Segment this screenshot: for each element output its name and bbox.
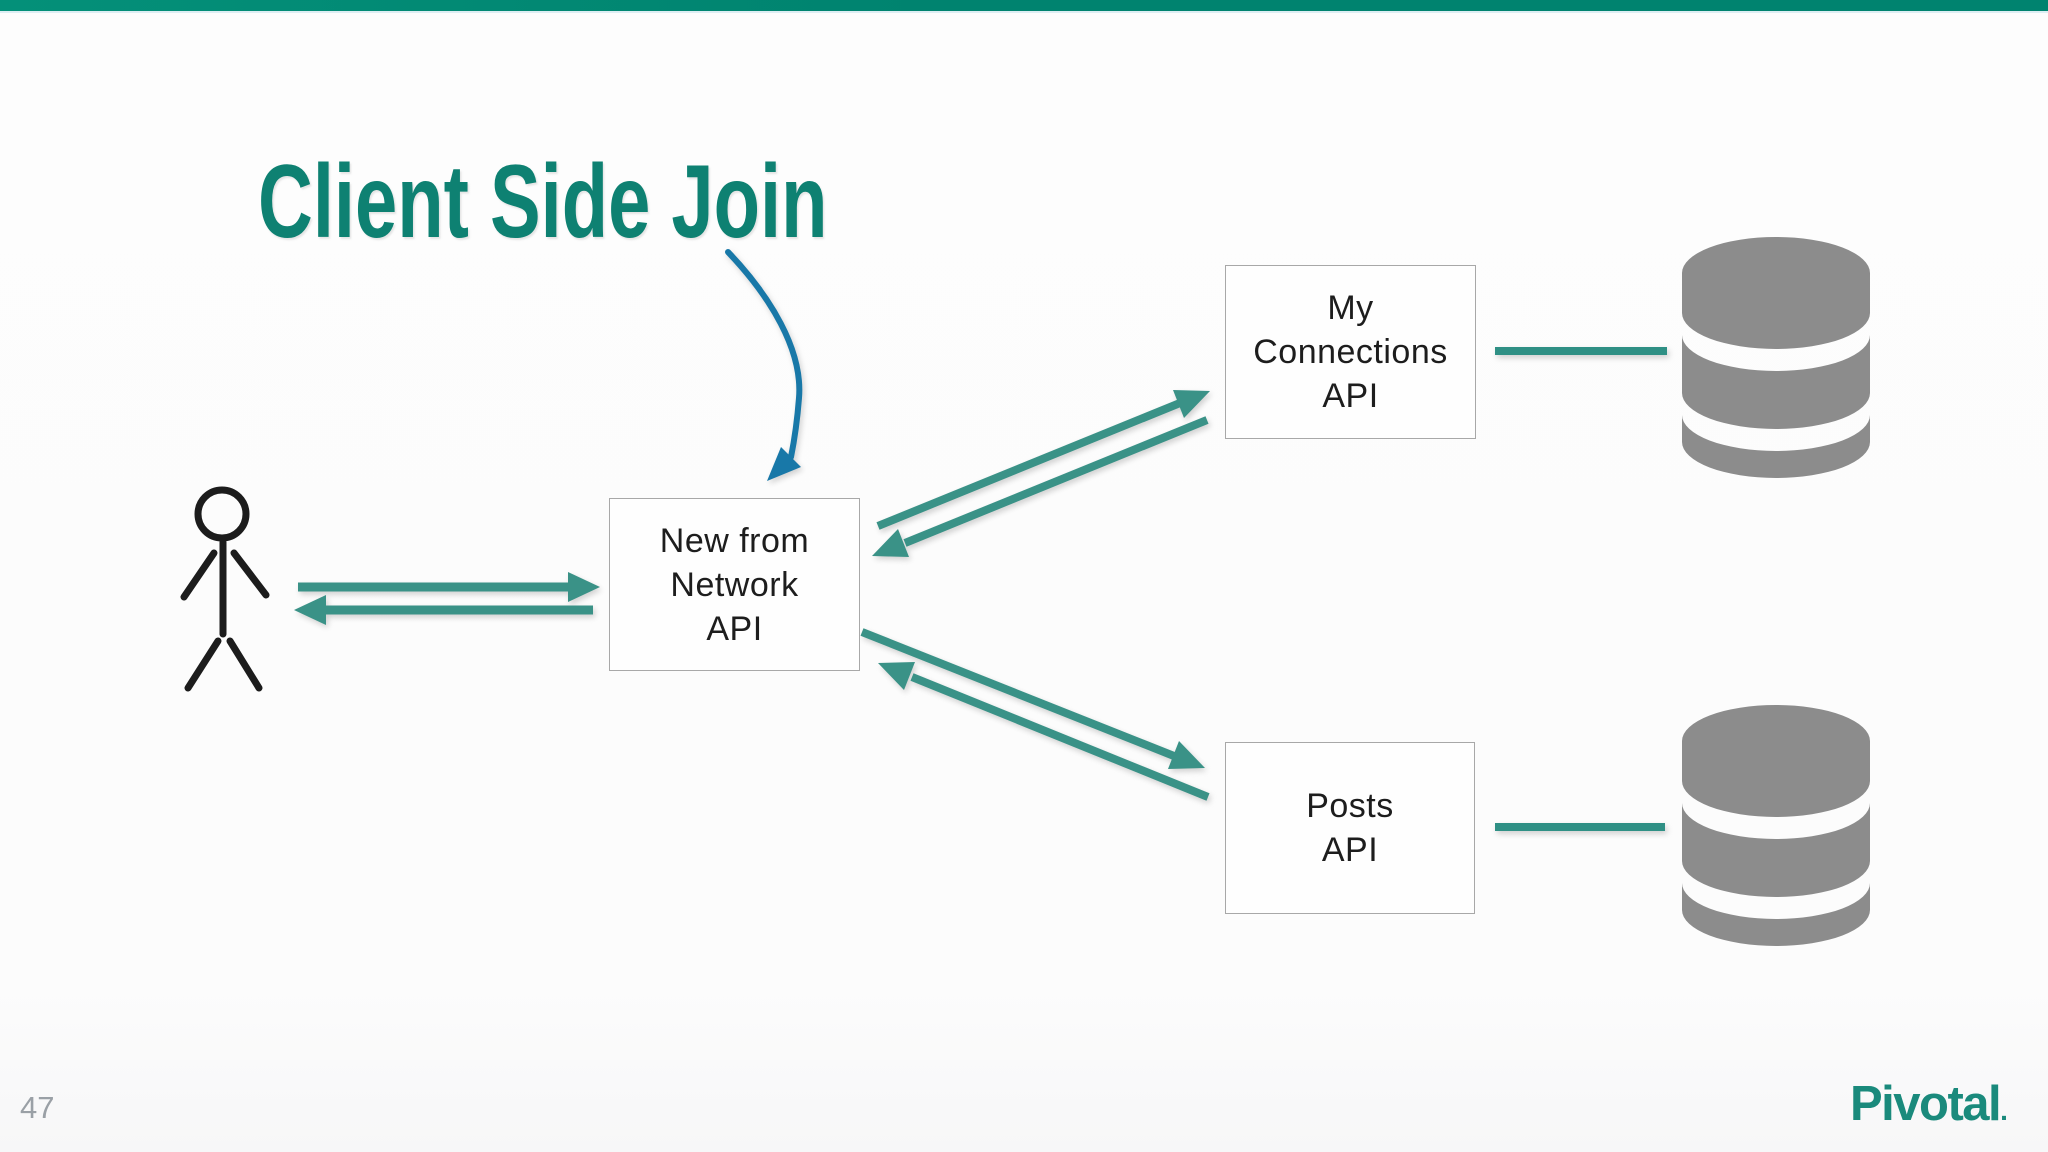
box-label-line: New from [659, 521, 810, 560]
new-from-network-api-box: New from Network API [609, 498, 860, 671]
box-label-line: Network [670, 565, 799, 604]
posts-database-icon [1682, 704, 1870, 946]
user-icon [180, 486, 270, 692]
client-request-arrow [298, 572, 600, 602]
box-label-line: API [706, 609, 763, 648]
pivotal-logo: Pivotal. [1850, 1076, 2008, 1132]
box-label-line: Connections [1253, 333, 1448, 371]
pivotal-logo-text: Pivotal [1850, 1077, 2002, 1131]
box-label-line: My [1327, 289, 1374, 327]
box-label-line: API [1321, 831, 1379, 869]
my-connections-api-box: My Connections API [1225, 265, 1476, 439]
connections-database-icon [1682, 236, 1870, 478]
connections-response-arrow [872, 416, 1209, 557]
slide-title: Client Side Join [258, 144, 828, 260]
connections-request-arrow [876, 390, 1210, 530]
posts-response-arrow [878, 662, 1210, 801]
box-label-line: API [1322, 377, 1379, 415]
title-pointer-arrow-icon [725, 249, 803, 481]
top-accent-bar [0, 0, 2048, 13]
box-label-line: Posts [1306, 787, 1394, 825]
posts-api-box: Posts API [1225, 742, 1475, 914]
pivotal-logo-mark: . [2000, 1095, 2008, 1126]
client-response-arrow [294, 595, 593, 625]
posts-request-arrow [860, 628, 1205, 769]
page-number: 47 [20, 1090, 55, 1125]
